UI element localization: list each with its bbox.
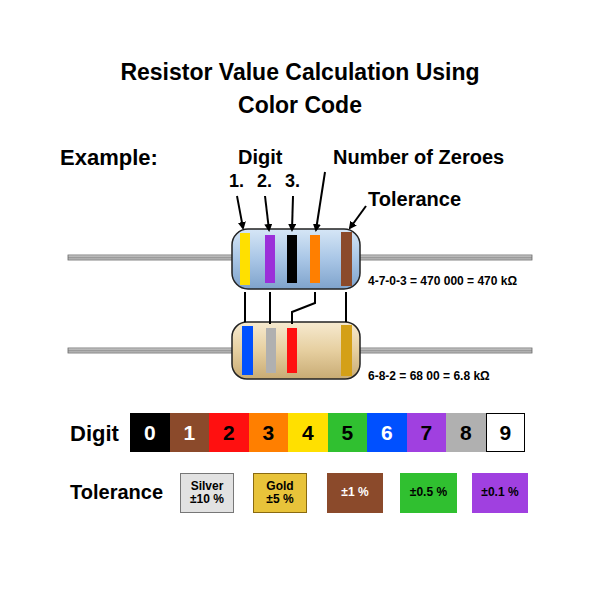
digit-color-box: 4	[288, 413, 328, 452]
title: Resistor Value Calculation Using Color C…	[110, 56, 490, 122]
digit-number: 1.	[229, 171, 244, 192]
digit-color-box: 1	[170, 413, 210, 452]
value-formula: 6-8-2 = 68 00 = 6.8 kΩ	[368, 370, 490, 384]
digit-color-box: 5	[328, 413, 368, 452]
row-label: Digit	[70, 421, 119, 446]
digit-color-box: 3	[249, 413, 289, 452]
box-text: Silver	[191, 480, 224, 493]
digit-header: Digit	[238, 146, 282, 169]
digit-number: 2.	[257, 171, 272, 192]
box-text: 9	[499, 421, 511, 444]
leader-arrows	[237, 172, 366, 230]
tolerance-box: ±0.5 %	[400, 473, 457, 513]
row-label: Tolerance	[70, 481, 163, 504]
digit-color-box: 8	[446, 413, 486, 452]
tolerance-box: Silver±10 %	[180, 473, 234, 513]
box-text: ±0.5 %	[410, 486, 447, 499]
box-text: 7	[420, 421, 432, 444]
box-text: 2	[223, 421, 235, 444]
digit-color-box: 6	[367, 413, 407, 452]
tolerance-box: ±0.1 %	[472, 473, 528, 513]
value-formula: 4-7-0-3 = 470 000 = 470 kΩ	[368, 275, 517, 289]
box-text: ±0.1 %	[481, 486, 518, 499]
tolerance-header: Tolerance	[368, 188, 461, 211]
box-text: ±1 %	[341, 486, 368, 499]
box-text: 3	[262, 421, 274, 444]
digit-color-box: 2	[209, 413, 249, 452]
box-text: 8	[460, 421, 472, 444]
box-text: 0	[144, 421, 156, 444]
band-link-lines	[245, 292, 346, 324]
digit-color-box: 9	[486, 413, 526, 452]
box-text: 4	[302, 421, 314, 444]
tolerance-box: Gold±5 %	[253, 473, 307, 513]
zeroes-header: Number of Zeroes	[333, 146, 504, 169]
box-text: 6	[381, 421, 393, 444]
resistor-symbol	[68, 229, 532, 289]
box-text: 5	[341, 421, 353, 444]
example-label: Example:	[60, 145, 158, 170]
tolerance-box: ±1 %	[327, 473, 383, 513]
box-text: 1	[183, 421, 195, 444]
digit-color-box: 0	[130, 413, 170, 452]
digit-number: 3.	[285, 171, 300, 192]
box-text: ±5 %	[266, 493, 293, 506]
digit-color-box: 7	[407, 413, 447, 452]
box-text: Gold	[266, 480, 293, 493]
box-text: ±10 %	[190, 493, 224, 506]
